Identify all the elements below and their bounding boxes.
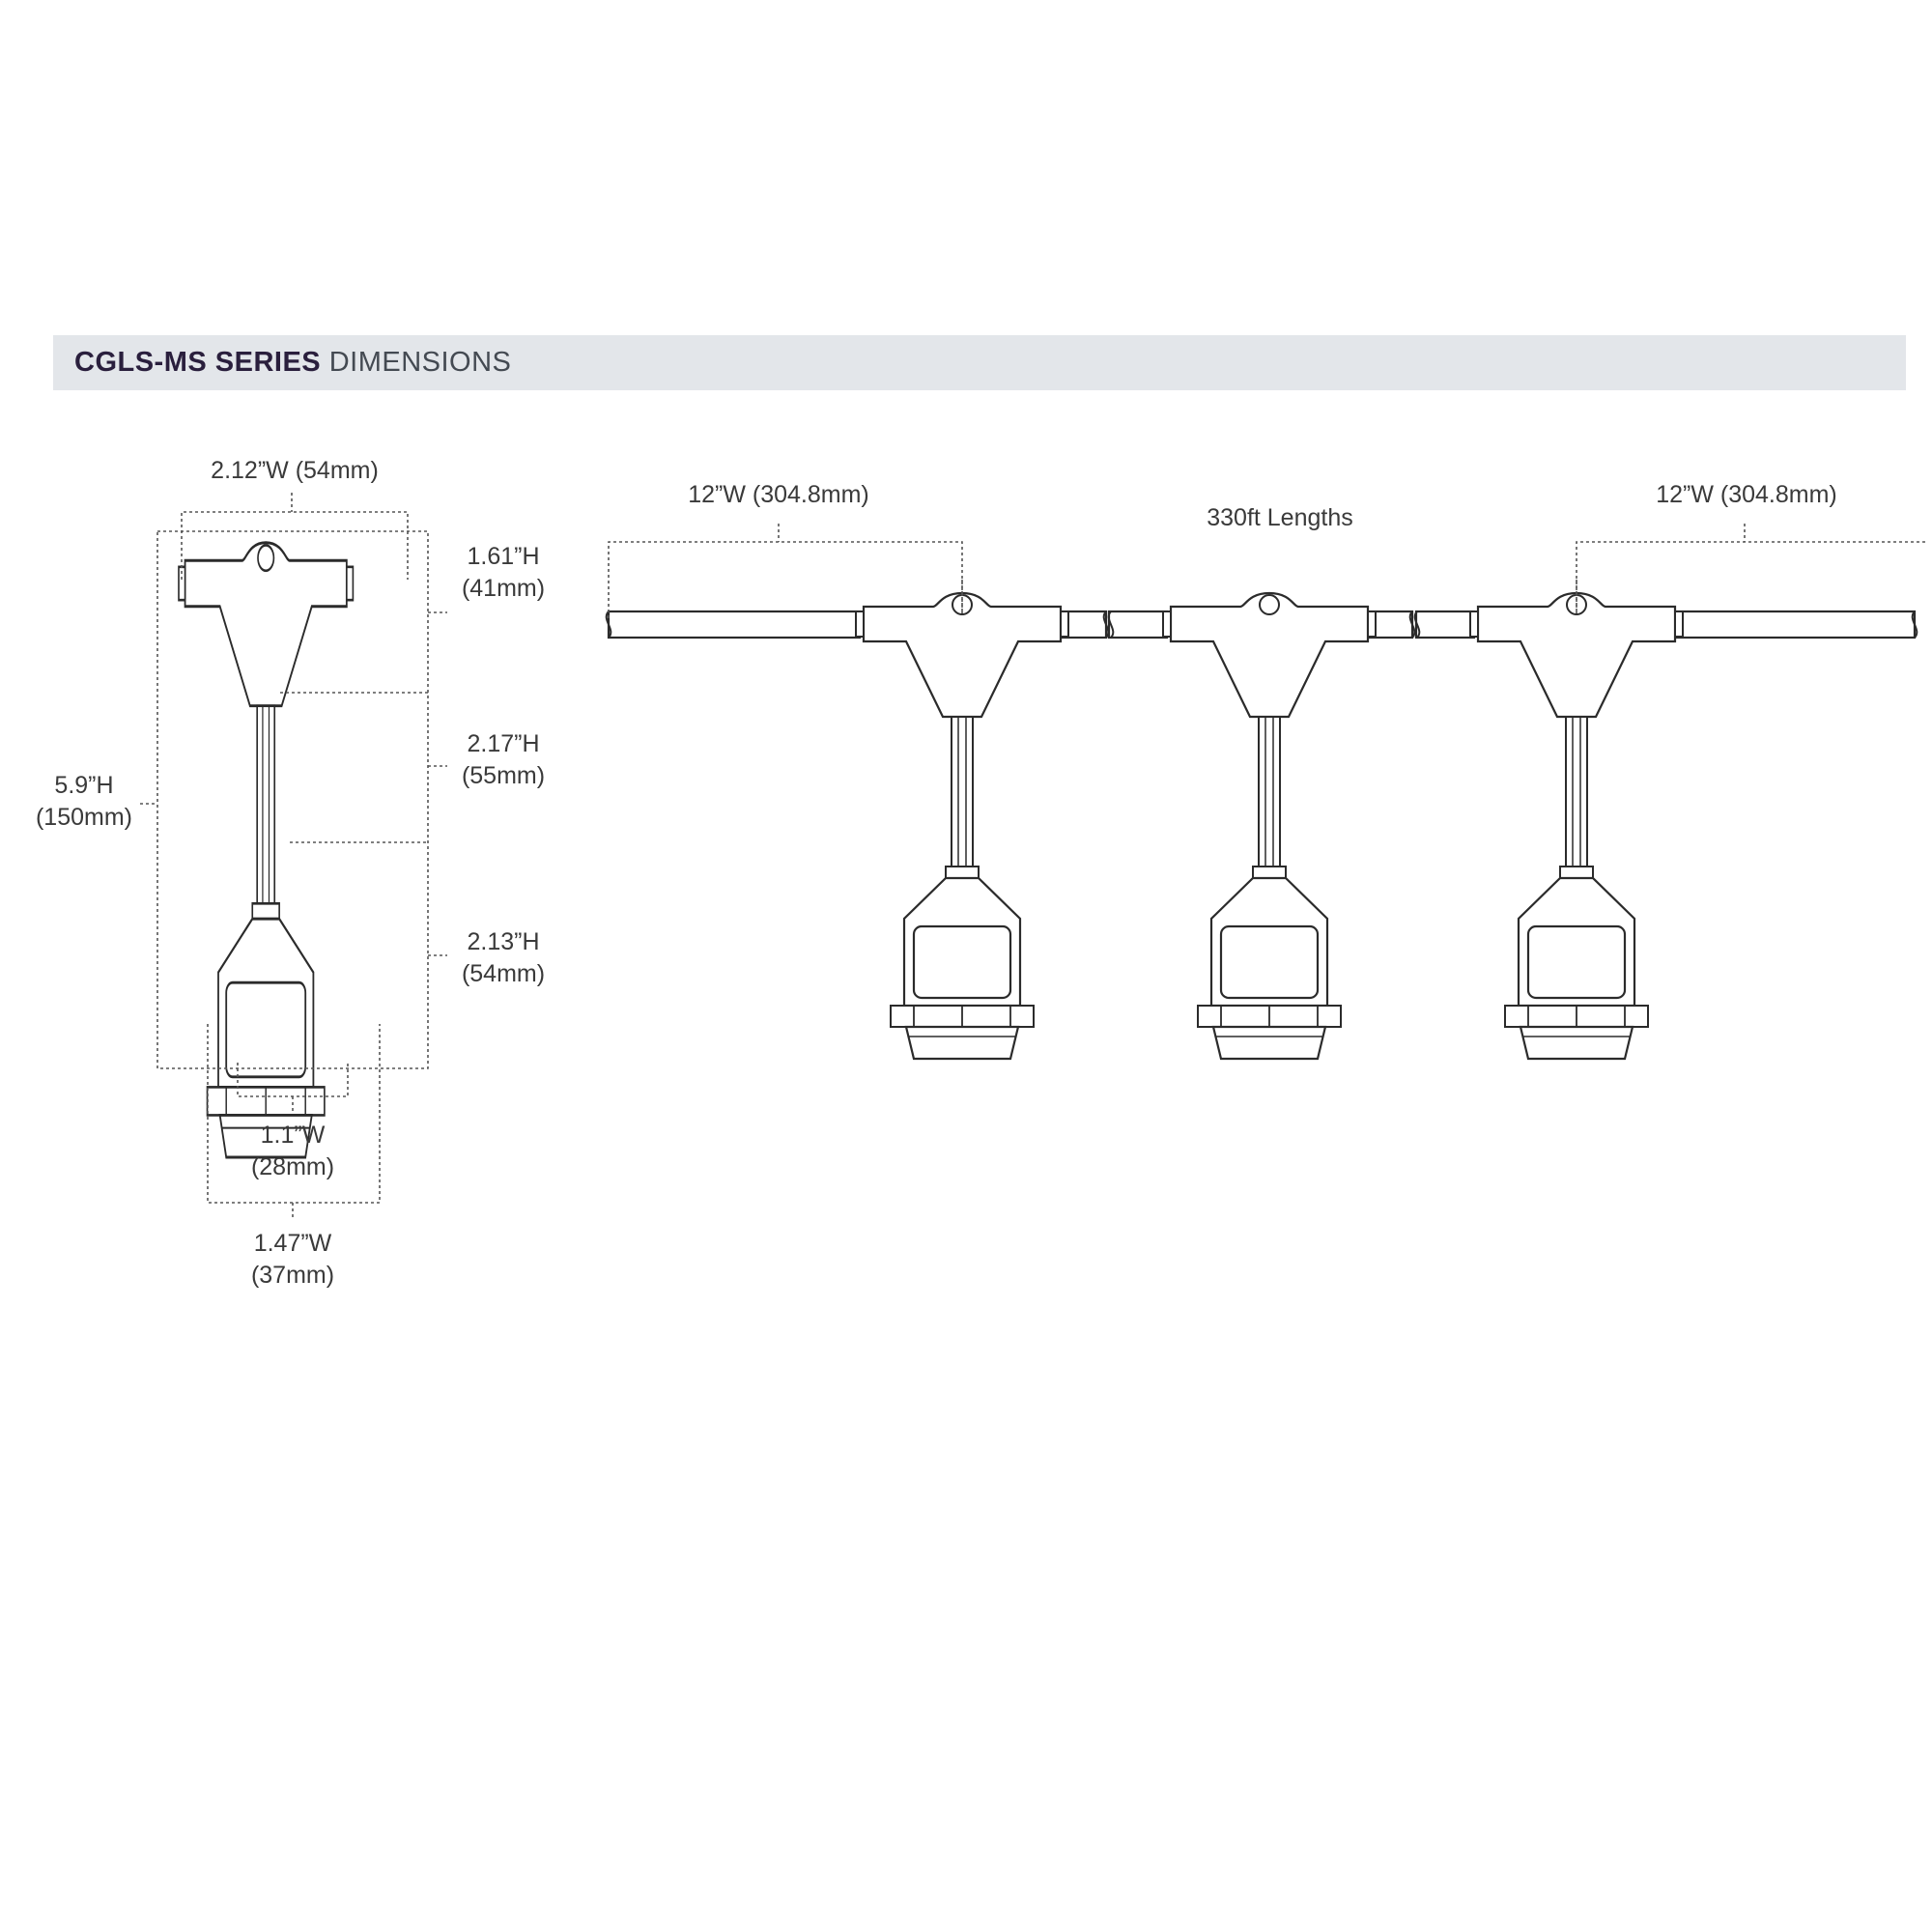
string-view <box>605 591 1918 1061</box>
right-spacing-label: 12”W (304.8mm) <box>1656 481 1837 508</box>
series-name: CGLS-MS SERIES <box>74 347 322 378</box>
collar-width-mm: (37mm) <box>251 1262 334 1289</box>
top-width-label: 2.12”W (54mm) <box>211 457 379 484</box>
head-height-inch: 1.61”H <box>467 543 539 570</box>
detail-socket-view <box>177 541 355 1159</box>
section-title: CGLS-MS SERIES DIMENSIONS <box>74 335 511 390</box>
total-height-inch: 5.9”H <box>54 772 113 799</box>
detail-labels: 2.12”W (54mm) 1.61”H (41mm) 2.17”H (55mm… <box>36 457 545 1289</box>
length-label: 330ft Lengths <box>1207 504 1353 531</box>
collar-width-inch: 1.47”W <box>254 1230 332 1257</box>
string-socket-2 <box>1161 591 1378 1061</box>
detail-dimension-lines <box>140 493 447 1219</box>
socket-height-inch: 2.13”H <box>467 928 539 955</box>
string-dimension-lines <box>608 524 1928 618</box>
total-height-mm: (150mm) <box>36 804 132 831</box>
stem-height-mm: (55mm) <box>462 762 545 789</box>
cable-break-marks <box>605 611 1918 639</box>
string-socket-3 <box>1468 591 1685 1061</box>
section-label: DIMENSIONS <box>328 347 512 378</box>
bottom-width-mm: (28mm) <box>251 1153 334 1180</box>
bottom-width-inch: 1.1”W <box>261 1122 326 1149</box>
left-spacing-label: 12”W (304.8mm) <box>688 481 869 508</box>
section-header: CGLS-MS SERIES DIMENSIONS <box>53 335 1906 390</box>
socket-height-mm: (54mm) <box>462 960 545 987</box>
head-height-mm: (41mm) <box>462 575 545 602</box>
string-socket-1 <box>854 591 1070 1061</box>
string-labels: 12”W (304.8mm) 330ft Lengths 12”W (304.8… <box>688 481 1837 531</box>
stem-height-inch: 2.17”H <box>467 730 539 757</box>
